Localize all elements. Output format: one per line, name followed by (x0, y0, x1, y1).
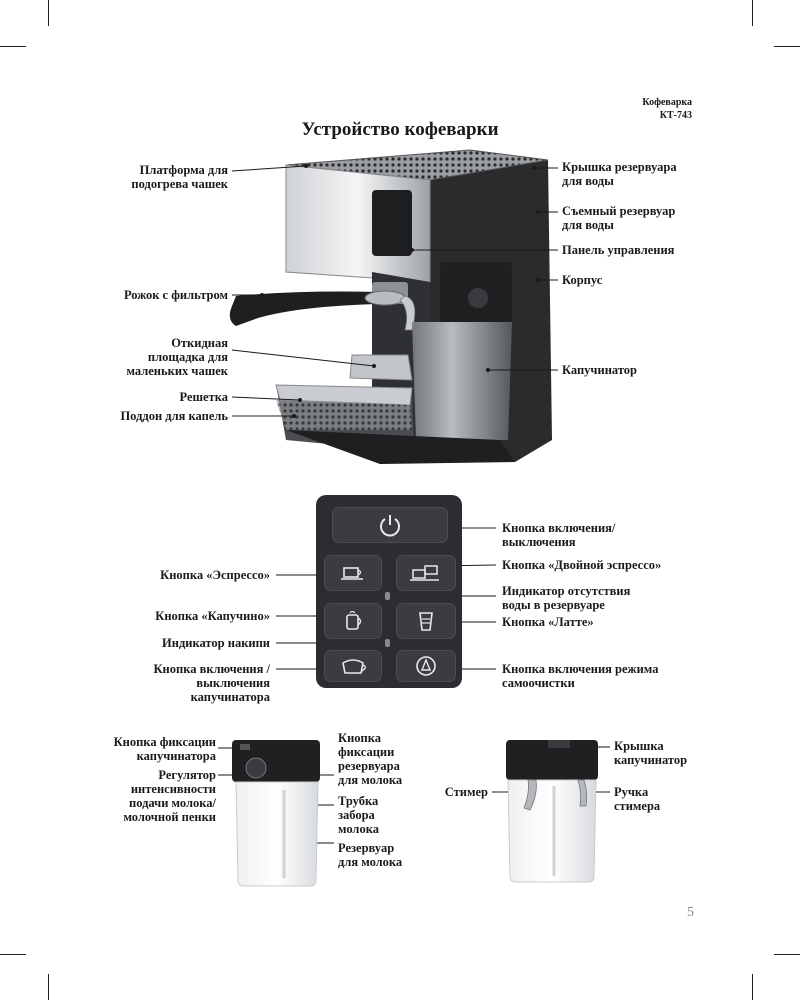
crop-mark (752, 974, 753, 1000)
label-fix-button: Кнопка фиксации капучинатора (113, 735, 216, 763)
label-latte: Кнопка «Латте» (502, 615, 594, 629)
crop-mark (0, 46, 26, 47)
tall-cup-icon (346, 610, 362, 630)
label-steamer: Стимер (444, 785, 488, 799)
label-grid: Решетка (179, 390, 228, 404)
label-tube: Трубка забора молока (338, 794, 379, 836)
header-product: Кофеварка (642, 97, 692, 108)
double-cup-icon (410, 565, 439, 581)
self-clean-button[interactable] (396, 650, 456, 682)
label-control-panel: Панель управления (562, 243, 675, 257)
label-espresso: Кнопка «Эспрессо» (160, 568, 270, 582)
label-tank-lid: Крышка резервуара для воды (562, 160, 677, 188)
power-icon (380, 515, 400, 537)
crop-mark (774, 46, 800, 47)
page-number: 5 (687, 905, 694, 920)
label-regulator: Регулятор интенсивности подачи молока/ м… (123, 768, 216, 824)
label-platform: Платформа для подогрева чашек (131, 163, 228, 191)
label-power: Кнопка включения/ выключения (502, 521, 616, 549)
crop-mark (48, 0, 49, 26)
crop-mark (752, 0, 753, 26)
no-water-indicator (385, 592, 390, 600)
label-portafilter: Рожок с фильтром (123, 288, 228, 302)
cappuccinator-power-button[interactable] (324, 650, 382, 682)
label-cappuccino: Кнопка «Капучино» (155, 609, 270, 623)
label-cappuccinator-power: Кнопка включения / выключения капучинато… (153, 662, 270, 704)
label-body: Корпус (562, 273, 603, 287)
cappuccino-button[interactable] (324, 603, 382, 639)
label-fix-tank: Кнопка фиксации резервуара для молока (338, 731, 403, 787)
label-cap-lid: Крышка капучинатор (614, 739, 688, 767)
cup-icon (341, 567, 363, 580)
label-milk-tank: Резервуар для молока (338, 841, 403, 869)
label-scale: Индикатор накипи (162, 636, 270, 650)
latte-button[interactable] (396, 603, 456, 639)
cycle-icon (416, 656, 436, 676)
espresso-button[interactable] (324, 555, 382, 591)
crop-mark (48, 974, 49, 1000)
label-fold-platform: Откидная площадка для маленьких чашек (126, 336, 228, 378)
control-panel-closeup (316, 495, 462, 688)
page-title: Устройство кофеварки (301, 119, 499, 140)
label-steamer-handle: Ручка стимера (614, 785, 661, 813)
latte-glass-icon (419, 612, 433, 631)
crop-mark (774, 954, 800, 955)
label-self-clean: Кнопка включения режима самоочистки (502, 662, 659, 690)
label-drip-tray: Поддон для капель (120, 409, 228, 423)
crop-mark (0, 954, 26, 955)
power-button[interactable] (332, 507, 448, 543)
header-model: КТ-743 (659, 110, 692, 121)
label-no-water: Индикатор отсутствия воды в резервуаре (502, 584, 631, 612)
label-tank: Съемный резервуар для воды (562, 204, 676, 232)
running-header: Кофеварка КТ-743 (642, 96, 692, 122)
label-cappuccinator: Капучинатор (562, 363, 637, 377)
double-espresso-button[interactable] (396, 555, 456, 591)
foam-cup-icon (342, 659, 366, 674)
scale-indicator (385, 639, 390, 647)
label-double-espresso: Кнопка «Двойной эспрессо» (502, 558, 662, 572)
